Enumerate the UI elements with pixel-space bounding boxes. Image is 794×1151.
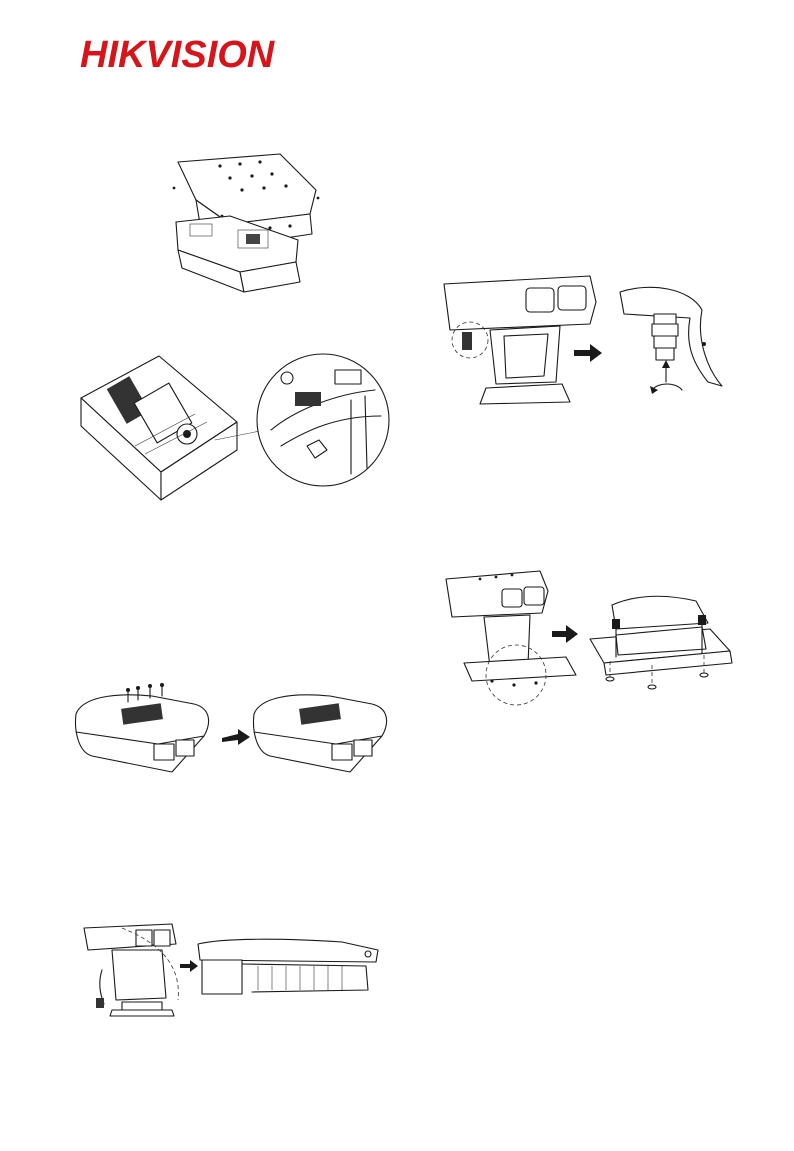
logo-mark: HIKVISION <box>80 34 290 74</box>
figure-sunshield-screws <box>72 682 392 782</box>
figure-base-mounting <box>440 565 740 715</box>
connector-detail-icon <box>440 270 730 410</box>
hikvision-logo: HIKVISION <box>80 34 290 74</box>
sunshield-screw-icon <box>72 682 392 782</box>
figure-bracket-connector <box>440 270 730 410</box>
exploded-housing-icon <box>160 150 340 300</box>
wiring-detail-icon <box>75 350 395 510</box>
base-mount-icon <box>440 565 740 715</box>
figure-housing-cover-removal <box>160 150 340 300</box>
logo-text: HIKVISION <box>80 34 276 74</box>
camera-mount-icon <box>82 920 382 1020</box>
figure-internal-wiring <box>75 350 395 510</box>
figure-camera-side-view <box>82 920 382 1020</box>
